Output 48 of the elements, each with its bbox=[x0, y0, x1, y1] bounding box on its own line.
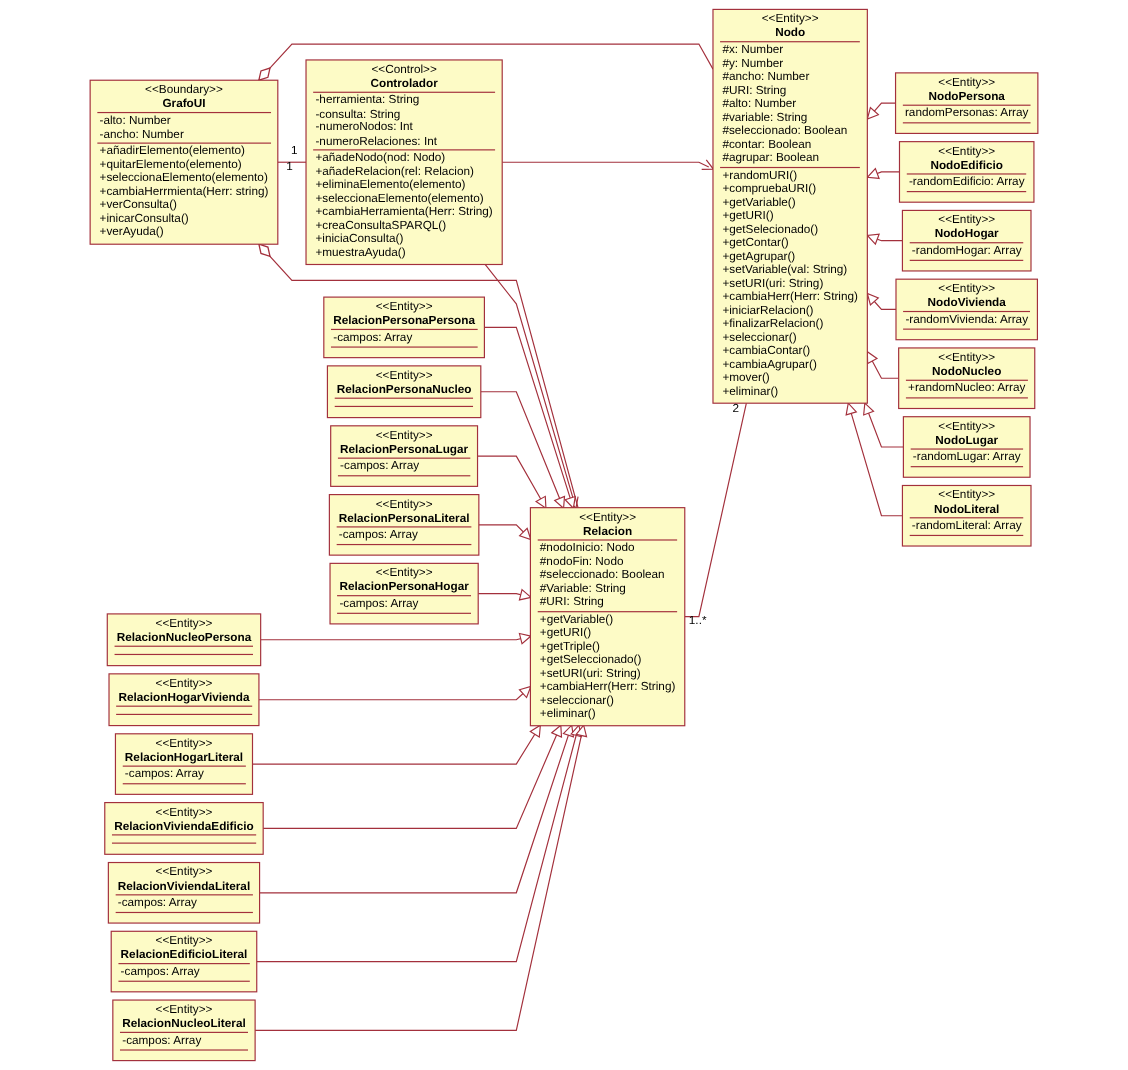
class-box bbox=[330, 425, 479, 487]
inheritance-arrow bbox=[256, 724, 582, 963]
class-box bbox=[107, 861, 261, 924]
class-box bbox=[898, 141, 1035, 203]
class-box bbox=[114, 733, 254, 795]
class-box bbox=[323, 296, 485, 359]
class-box bbox=[108, 673, 260, 727]
arrow bbox=[484, 263, 579, 509]
inheritance-arrow bbox=[483, 326, 576, 509]
class-box bbox=[89, 79, 279, 245]
class-box bbox=[898, 347, 1036, 410]
inheritance-arrow bbox=[480, 391, 566, 509]
inheritance-arrow bbox=[478, 524, 532, 541]
inheritance-arrow bbox=[866, 233, 903, 245]
class-box bbox=[895, 278, 1038, 341]
inheritance-arrow bbox=[866, 351, 900, 379]
class-box bbox=[894, 72, 1039, 134]
class-box bbox=[901, 484, 1032, 547]
class-box bbox=[901, 209, 1032, 272]
class-box bbox=[329, 562, 479, 625]
inheritance-arrow bbox=[251, 724, 541, 765]
inheritance-arrow bbox=[476, 455, 547, 509]
inheritance-arrow bbox=[477, 589, 532, 601]
inheritance-arrow bbox=[262, 724, 563, 829]
association-line bbox=[277, 161, 307, 163]
aggregation-line bbox=[258, 243, 579, 509]
inheritance-arrow bbox=[845, 402, 903, 517]
inheritance-arrow bbox=[866, 292, 897, 311]
class-box bbox=[106, 613, 262, 667]
class-box bbox=[712, 8, 868, 404]
inheritance-arrow bbox=[866, 167, 901, 180]
association-line bbox=[684, 402, 747, 618]
inheritance-arrow bbox=[866, 102, 897, 120]
class-box bbox=[902, 416, 1031, 478]
inheritance-arrow bbox=[863, 402, 904, 448]
inheritance-arrow bbox=[260, 632, 532, 645]
inheritance-arrow bbox=[254, 724, 588, 1031]
inheritance-arrow bbox=[258, 685, 532, 701]
class-box bbox=[112, 999, 256, 1062]
class-box bbox=[110, 930, 258, 993]
class-box bbox=[104, 802, 264, 855]
aggregation-line bbox=[258, 43, 714, 81]
inheritance-arrow bbox=[259, 724, 574, 894]
class-box bbox=[529, 507, 686, 727]
class-box bbox=[328, 494, 480, 556]
class-box bbox=[305, 59, 503, 266]
class-box bbox=[326, 365, 482, 419]
arrow bbox=[501, 159, 715, 171]
